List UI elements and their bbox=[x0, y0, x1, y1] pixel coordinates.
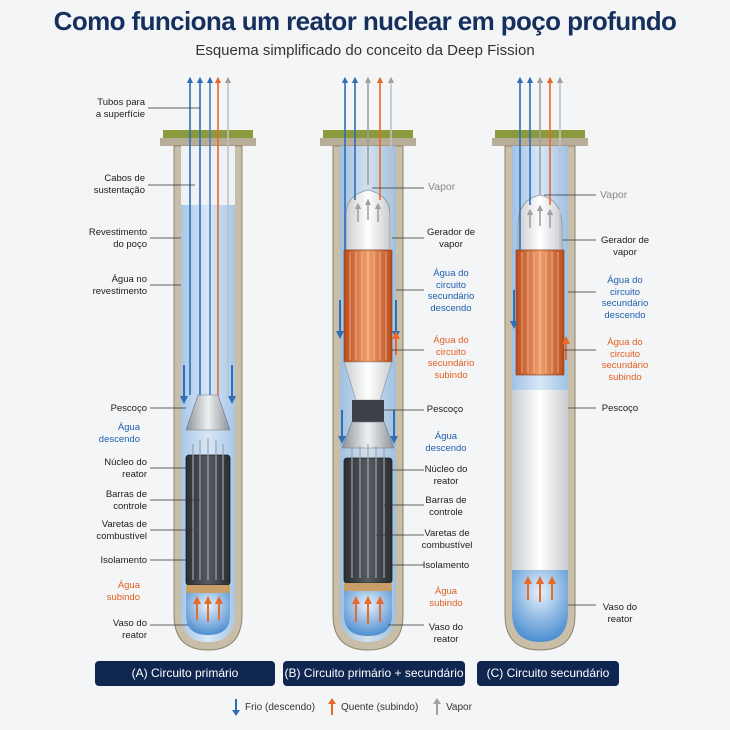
panel-b-well bbox=[320, 80, 424, 650]
label-neck-c: Pescoço bbox=[594, 403, 646, 415]
label-steam-b: Vapor bbox=[428, 182, 498, 194]
label-reactor-core-b: Núcleo do reator bbox=[420, 464, 472, 487]
core-base bbox=[186, 585, 230, 593]
label-fuel-rods-a: Varetas de combustível bbox=[60, 519, 147, 542]
panel-a-well bbox=[148, 80, 256, 650]
label-well-casing: Revestimento do poço bbox=[60, 227, 147, 250]
steam-arrow-icon bbox=[433, 698, 441, 716]
label-control-rods-b: Barras de controle bbox=[420, 495, 472, 518]
label-neck-a: Pescoço bbox=[60, 403, 147, 415]
label-vessel-c: Vaso do reator bbox=[594, 602, 646, 625]
label-support-cables: Cabos de sustentação bbox=[60, 173, 145, 196]
label-water-up-a: Água subindo bbox=[60, 580, 140, 603]
ground-slab bbox=[160, 138, 256, 146]
label-insulation-a: Isolamento bbox=[60, 555, 147, 567]
label-reactor-core-a: Núcleo do reator bbox=[60, 457, 147, 480]
label-water-down-b: Água descendo bbox=[420, 431, 472, 454]
label-fuel-rods-b: Varetas de combustível bbox=[418, 528, 476, 551]
label-sec-up-b: Água do circuito secundário subindo bbox=[420, 335, 482, 381]
label-control-rods-a: Barras de controle bbox=[60, 489, 147, 512]
label-steam-gen-b: Gerador de vapor bbox=[420, 227, 482, 250]
caption-panel-b: (B) Circuito primário + secundário bbox=[283, 661, 465, 686]
label-sec-down-c: Água do circuito secundário descendo bbox=[594, 275, 656, 321]
caption-panel-c: (C) Circuito secundário bbox=[477, 661, 619, 686]
label-neck-b: Pescoço bbox=[420, 404, 470, 416]
legend-cold: Frio (descendo) bbox=[232, 698, 315, 716]
label-sec-up-c: Água do circuito secundário subindo bbox=[594, 337, 656, 383]
label-water-up-b: Água subindo bbox=[420, 586, 472, 609]
panel-c-well bbox=[492, 80, 596, 650]
arrow-up-icon bbox=[328, 698, 336, 716]
label-steam-c: Vapor bbox=[600, 190, 670, 202]
legend-steam-label: Vapor bbox=[446, 702, 472, 713]
legend-hot-label: Quente (subindo) bbox=[341, 702, 418, 713]
legend-cold-label: Frio (descendo) bbox=[245, 702, 315, 713]
label-vessel-b: Vaso do reator bbox=[420, 622, 472, 645]
label-steam-gen-c: Gerador de vapor bbox=[594, 235, 656, 258]
legend-hot: Quente (subindo) bbox=[328, 698, 418, 716]
arrow-down-icon bbox=[232, 698, 240, 716]
label-water-in-casing: Água no revestimento bbox=[60, 274, 147, 297]
label-water-down-a: Água descendo bbox=[60, 422, 140, 445]
label-sec-down-b: Água do circuito secundário descendo bbox=[420, 268, 482, 314]
label-tubes-surface: Tubos para a superfície bbox=[60, 97, 145, 120]
caption-panel-a: (A) Circuito primário bbox=[95, 661, 275, 686]
label-insulation-b: Isolamento bbox=[418, 560, 474, 572]
legend-steam: Vapor bbox=[433, 698, 472, 716]
label-vessel-a: Vaso do reator bbox=[60, 618, 147, 641]
